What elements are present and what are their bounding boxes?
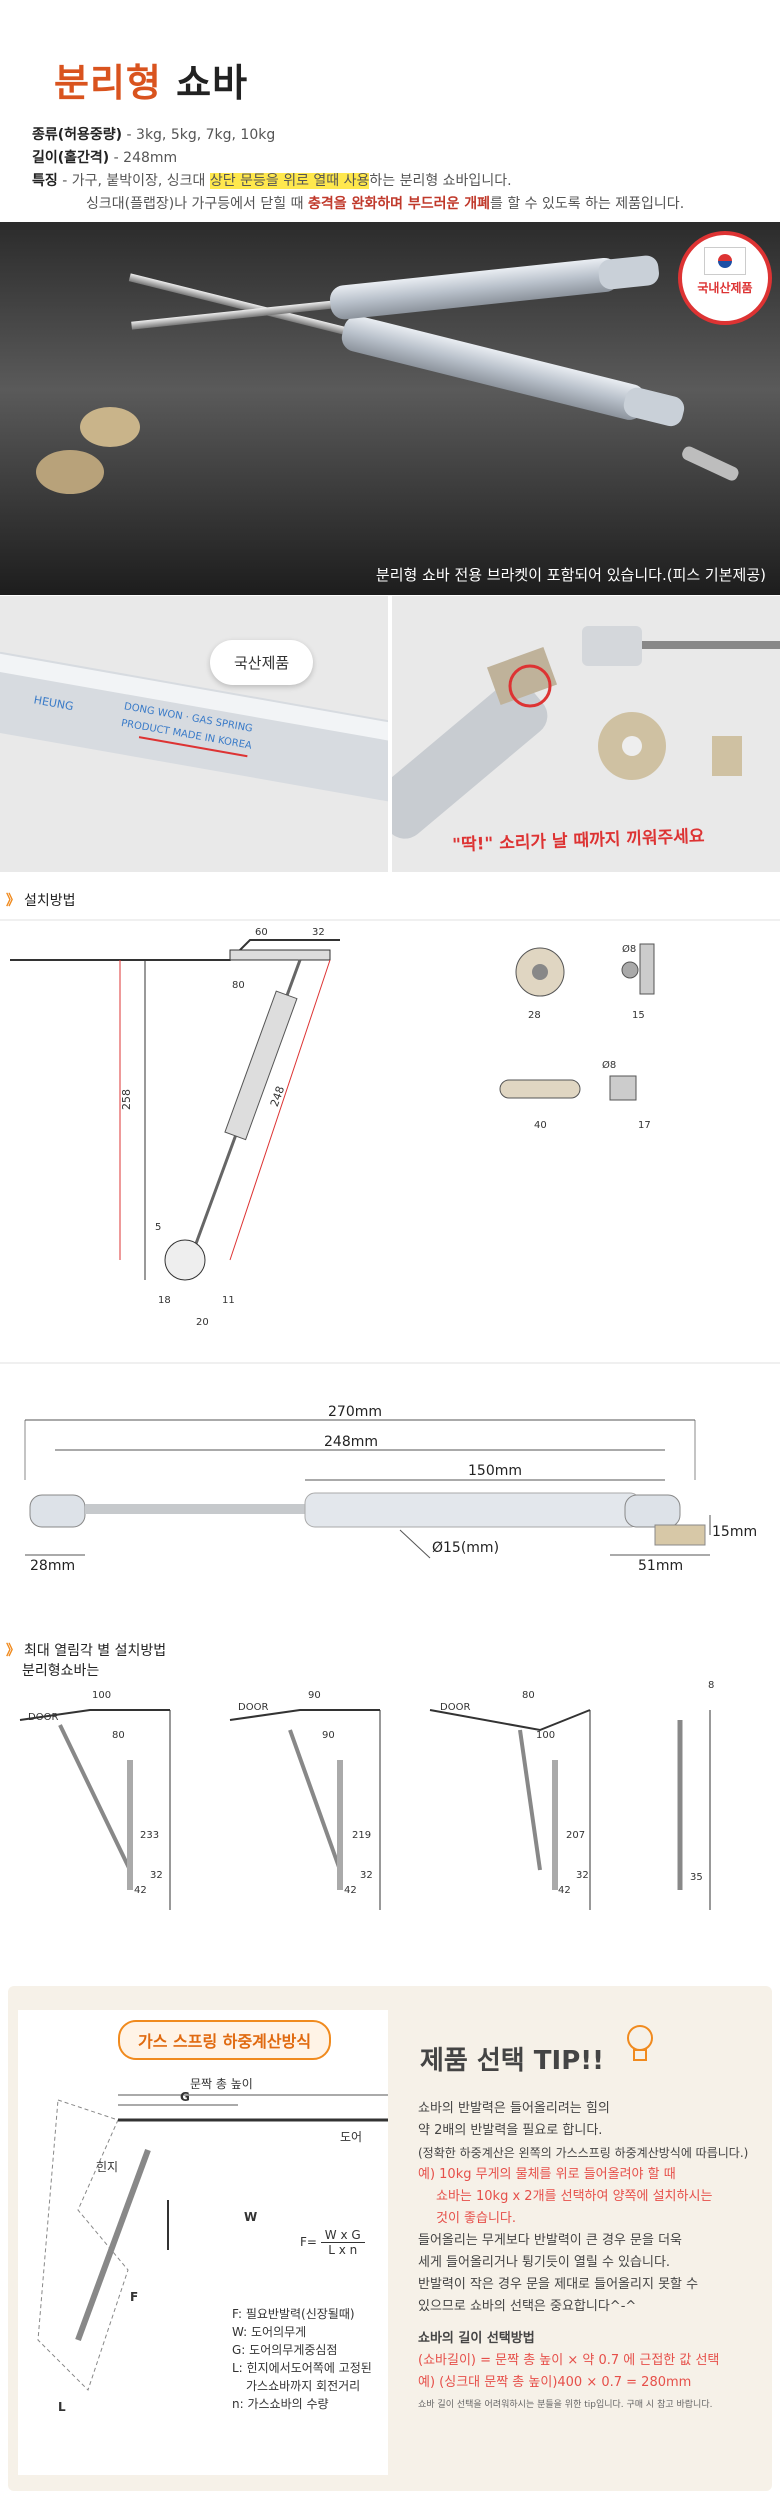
photo-caption: 분리형 쇼바 전용 브라켓이 포함되어 있습니다.(피스 기본제공): [375, 566, 766, 584]
angle1-len: 233: [140, 1830, 160, 1841]
dim-150: 150mm: [468, 1463, 522, 1479]
badge-text: 국내산제품: [697, 281, 753, 295]
korea-bubble: 국산제품: [210, 640, 314, 685]
dim-270: 270mm: [328, 1404, 382, 1420]
label-door: 도어: [340, 2130, 363, 2144]
svg-text:Ø8: Ø8: [602, 1059, 616, 1071]
tip-title: 제품 선택 TIP!!: [420, 2046, 604, 2076]
label-l: L: [58, 2400, 66, 2414]
page-title: 분리형 쇼바: [54, 52, 248, 107]
spec-feature-2: 싱크대(플랩장)나 가구등에서 닫힐 때 충격을 완화하며 부드러운 개폐를 할…: [86, 196, 685, 212]
angle-section-title: 》최대 열림각 별 설치방법: [6, 1643, 167, 1659]
svg-text:32: 32: [312, 927, 325, 938]
lightbulb-icon: [622, 2022, 658, 2068]
gas-spring-illustration: [36, 255, 739, 494]
svg-text:60: 60: [255, 927, 268, 938]
door-label-2: DOOR: [238, 1702, 269, 1713]
load-calc-diagram: [37, 2094, 388, 2391]
spring-closeup: HEUNG DONG WON · GAS SPRING PRODUCT MADE…: [0, 651, 388, 804]
dim-diameter: Ø15(mm): [432, 1540, 500, 1556]
korea-made-badge: 국내산제품: [678, 231, 772, 325]
svg-text:Ø8: Ø8: [622, 943, 636, 955]
angle4-top: 8: [708, 1680, 715, 1691]
bracket-closeup: [392, 626, 780, 839]
svg-text:17: 17: [638, 1120, 651, 1131]
title-dark: 쇼바: [176, 61, 249, 105]
spec-block: 종류(허용중량) - 3kg, 5kg, 7kg, 10kg 길이(홀간격) -…: [32, 124, 684, 216]
formula: F= W x G L x n: [300, 2228, 365, 2257]
svg-text:20: 20: [196, 1317, 209, 1328]
label-g: G: [180, 2090, 190, 2104]
svg-text:248: 248: [268, 1084, 287, 1108]
door-label-3: DOOR: [440, 1702, 471, 1713]
svg-text:28: 28: [528, 1010, 541, 1021]
svg-text:18: 18: [158, 1295, 171, 1306]
svg-text:15: 15: [632, 1010, 645, 1021]
angle2-top: 90: [308, 1690, 321, 1701]
angle4-c: 35: [690, 1872, 703, 1883]
detail-photo-left: HEUNG DONG WON · GAS SPRING PRODUCT MADE…: [0, 596, 388, 872]
label-hinge: 힌지: [96, 2160, 119, 2174]
angle1-top: 100: [92, 1690, 112, 1701]
angle3-b: 32: [576, 1870, 589, 1881]
svg-text:80: 80: [232, 980, 245, 991]
dim-15: 15mm: [712, 1524, 758, 1540]
angle3-len: 207: [566, 1830, 586, 1841]
angle1-b: 32: [150, 1870, 163, 1881]
svg-text:5: 5: [155, 1222, 161, 1233]
detail-photo-right: [392, 596, 780, 872]
angle2-c: 42: [344, 1885, 357, 1896]
arrow-icon: 》: [6, 1643, 20, 1659]
dim-51: 51mm: [638, 1558, 684, 1574]
angle1-c: 42: [134, 1885, 147, 1896]
spec-feature: 특징 - 가구, 붙박이장, 싱크대 상단 문등을 위로 열때 사용하는 분리형…: [32, 173, 512, 189]
label-f: F: [130, 2290, 139, 2304]
angle2-len: 219: [352, 1830, 372, 1841]
load-calc-pill: 가스 스프링 하중계산방식: [118, 2020, 332, 2060]
angle-diagrams: [19, 1709, 711, 1910]
svg-text:11: 11: [222, 1295, 235, 1306]
angle3-c: 42: [558, 1885, 571, 1896]
svg-text:40: 40: [534, 1120, 547, 1131]
svg-text:258: 258: [120, 1089, 133, 1110]
tip-text: 쇼바의 반발력은 들어올리려는 힘의 약 2배의 반발력을 필요로 합니다. (…: [418, 2101, 749, 2410]
arrow-icon: 》: [6, 893, 20, 909]
spec-type: 종류(허용중량) - 3kg, 5kg, 7kg, 10kg: [32, 127, 276, 143]
angle2-side: 90: [322, 1730, 335, 1741]
install-section-title: 》설치방법: [6, 893, 76, 909]
legend: F: 필요반발력(신장될때) W: 도어의무게 G: 도어의무게중심점 L: 힌…: [232, 2307, 372, 2411]
angle3-top: 80: [522, 1690, 535, 1701]
dim-28: 28mm: [30, 1558, 76, 1574]
dim-248: 248mm: [324, 1434, 378, 1450]
angle2-b: 32: [360, 1870, 373, 1881]
angle3-side: 100: [536, 1730, 556, 1741]
angle-subtitle: 분리형쇼바는: [22, 1663, 100, 1679]
door-label-1: DOOR: [28, 1712, 59, 1723]
label-w: W: [244, 2210, 258, 2224]
product-photo: 분리형 쇼바 전용 브라켓이 포함되어 있습니다.(피스 기본제공): [0, 222, 780, 595]
title-orange: 분리형: [54, 61, 162, 105]
label-top: 문짝 총 높이: [190, 2077, 253, 2091]
dimension-drawing: [24, 1419, 711, 1559]
angle1-side: 80: [112, 1730, 125, 1741]
spec-length: 길이(홀간격) - 248mm: [32, 150, 178, 166]
install-diagram: 60 32 80 258 248 5 18 11 20 Ø8 28 15 Ø8 …: [0, 919, 780, 1364]
korea-flag-icon: [704, 247, 746, 275]
